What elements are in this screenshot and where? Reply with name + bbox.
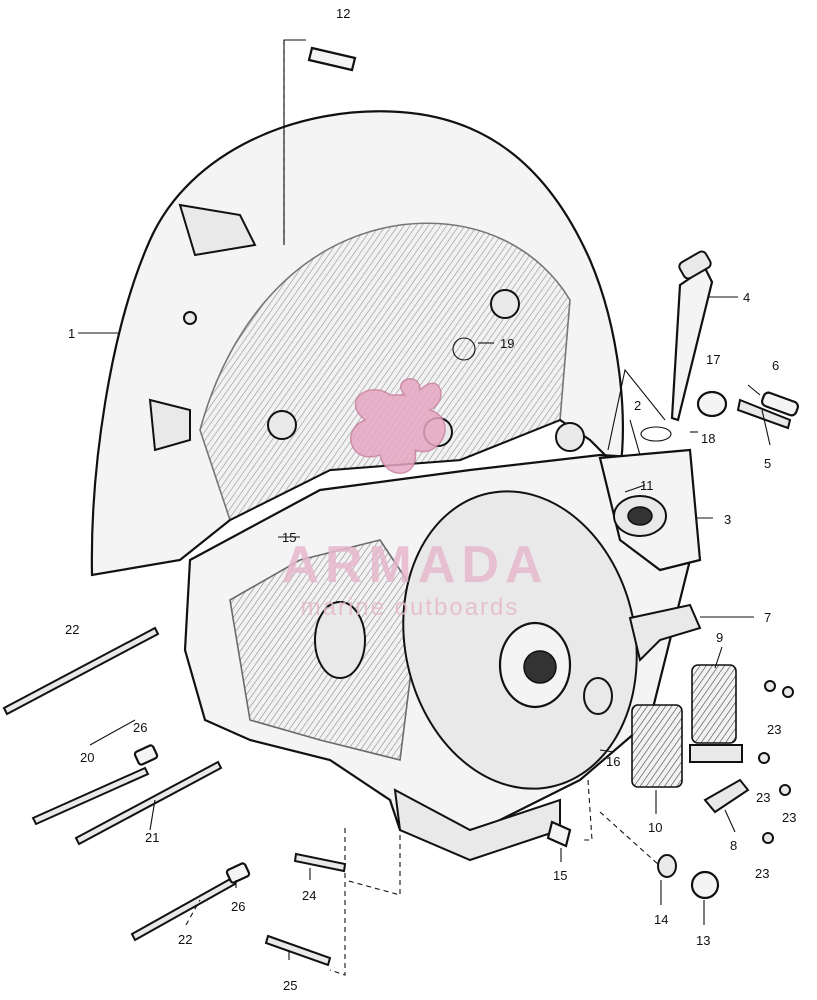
crankcase-housing <box>90 110 624 577</box>
dipstick <box>670 250 714 422</box>
callout-8: 8 <box>730 838 737 853</box>
watermark-brand: ARMADA <box>281 536 548 594</box>
callout-20: 20 <box>80 750 94 765</box>
callout-24: 24 <box>302 888 316 903</box>
callout-23-a: 23 <box>767 722 781 737</box>
callout-19: 19 <box>500 336 514 351</box>
callout-15-upper: 15 <box>282 530 296 545</box>
watermark: ARMADA marine outboards <box>281 378 548 621</box>
callout-3: 3 <box>724 512 731 527</box>
crankcase-body <box>183 453 692 862</box>
bracket-7 <box>628 603 702 662</box>
callout-16: 16 <box>606 754 620 769</box>
callout-2: 2 <box>634 398 641 413</box>
callout-22-lower: 22 <box>178 932 192 947</box>
callout-7: 7 <box>764 610 771 625</box>
callout-6: 6 <box>772 358 779 373</box>
callout-23-d: 23 <box>755 866 769 881</box>
callout-12: 12 <box>336 6 350 21</box>
callout-17: 17 <box>706 352 720 367</box>
o-ring-18 <box>640 426 672 442</box>
callout-18: 18 <box>701 431 715 446</box>
propeller-logo-icon <box>350 378 446 474</box>
callout-labels: 1 2 3 4 5 6 7 8 9 10 11 12 13 14 15 15 1… <box>65 6 796 993</box>
callout-23-c: 23 <box>782 810 796 825</box>
callout-15-lower: 15 <box>553 868 567 883</box>
callout-26-lower: 26 <box>231 899 245 914</box>
callout-5: 5 <box>764 456 771 471</box>
callout-26-upper: 26 <box>133 720 147 735</box>
o-ring-19 <box>452 337 476 361</box>
callout-22-upper: 22 <box>65 622 79 637</box>
callout-14: 14 <box>654 912 668 927</box>
cap-and-pin <box>696 390 800 430</box>
callout-1: 1 <box>68 326 75 341</box>
studs <box>2 46 794 967</box>
leader-lines <box>78 39 771 976</box>
ignition-coils <box>631 664 743 788</box>
callout-21: 21 <box>145 830 159 845</box>
side-cover <box>598 448 702 572</box>
callout-11: 11 <box>640 478 654 493</box>
clip-8 <box>703 778 750 814</box>
callout-9: 9 <box>716 630 723 645</box>
callout-13: 13 <box>696 933 710 948</box>
callout-10: 10 <box>648 820 662 835</box>
callout-25: 25 <box>283 978 297 993</box>
callout-4: 4 <box>743 290 750 305</box>
callout-23-b: 23 <box>756 790 770 805</box>
watermark-tagline: marine outboards <box>301 594 520 621</box>
